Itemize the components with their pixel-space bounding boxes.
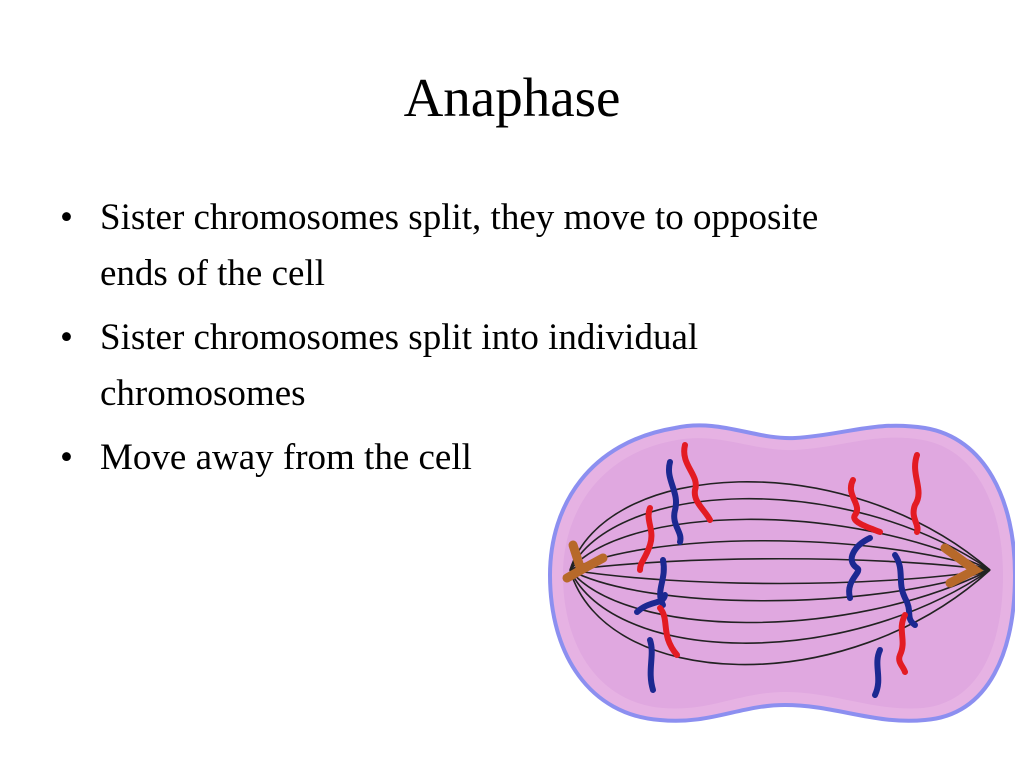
bullet-text: Sister chromosomes split into individual… (100, 317, 699, 414)
chromosomes-left (634, 442, 713, 693)
slide-title: Anaphase (403, 67, 621, 128)
centrosome-left (562, 540, 608, 583)
anaphase-cell-illustration (547, 423, 1015, 723)
bullet-text: Sister chromosomes split, they move to o… (100, 197, 819, 294)
cytoplasm (563, 437, 1003, 709)
bullet-marker: • (60, 197, 73, 238)
bullet-item: • Move away from the cell (60, 430, 860, 486)
chromosomes-right (846, 452, 922, 698)
bullet-item: • Sister chromosomes split, they move to… (60, 190, 860, 302)
bullet-marker: • (60, 437, 73, 478)
bullet-item: • Sister chromosomes split into individu… (60, 310, 860, 422)
bullet-text: Move away from the cell (100, 437, 472, 478)
bullet-list: • Sister chromosomes split, they move to… (60, 190, 860, 494)
spindle-fibers (569, 481, 991, 666)
bullet-marker: • (60, 317, 73, 358)
centrosome-right (940, 543, 984, 588)
